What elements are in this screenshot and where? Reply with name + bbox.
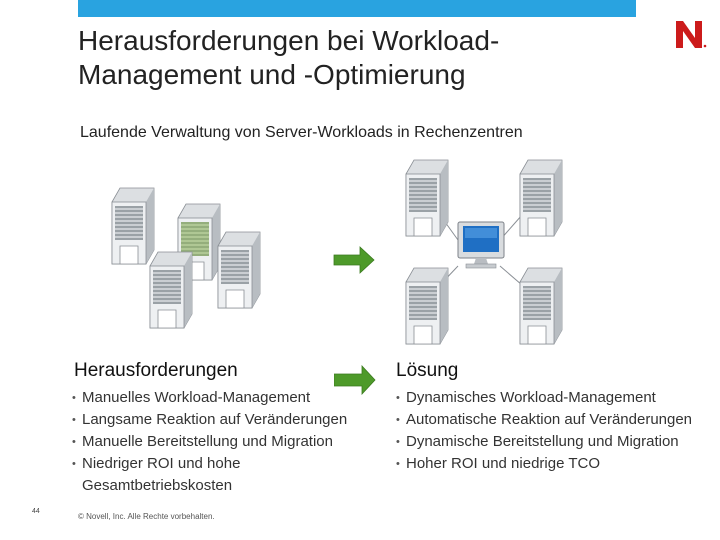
server-rack: [405, 159, 449, 237]
novell-logo-icon: [676, 21, 707, 48]
datacenter-illustration: [111, 159, 563, 345]
server-racks-unmanaged: [111, 187, 261, 329]
server-rack: [519, 267, 563, 345]
top-accent-bar: [78, 0, 636, 17]
list-item: Manuelles Workload-Management: [72, 387, 372, 409]
server-rack: [405, 267, 449, 345]
list-item: Hoher ROI und niedrige TCO: [396, 453, 718, 475]
server-rack: [149, 251, 193, 329]
list-item: Dynamisches Workload-Management: [396, 387, 718, 409]
server-rack: [217, 231, 261, 309]
list-item: Niedriger ROI und hohe Gesamtbetriebskos…: [72, 453, 282, 497]
managed-network: [405, 159, 563, 345]
slide-title: Herausforderungen bei Workload- Manageme…: [78, 24, 638, 92]
slide-title-line-2: Management und -Optimierung: [78, 59, 466, 90]
challenges-list: Manuelles Workload-Management Langsame R…: [72, 387, 372, 497]
transition-arrow: [333, 246, 375, 274]
page-number: 44: [32, 508, 40, 515]
list-item: Dynamische Bereitstellung und Migration: [396, 431, 718, 453]
challenges-heading: Herausforderungen: [74, 360, 238, 381]
server-rack: [519, 159, 563, 237]
solution-list: Dynamisches Workload-Management Automati…: [396, 387, 718, 475]
slide-subtitle: Laufende Verwaltung von Server-Workloads…: [80, 124, 523, 141]
list-item: Automatische Reaktion auf Veränderungen: [396, 409, 718, 431]
copyright-notice: © Novell, Inc. Alle Rechte vorbehalten.: [78, 512, 215, 521]
server-rack: [111, 187, 155, 265]
list-item: Manuelle Bereitstellung und Migration: [72, 431, 372, 453]
slide-title-line-1: Herausforderungen bei Workload-: [78, 25, 500, 56]
solution-heading: Lösung: [396, 360, 459, 381]
monitor-icon: [457, 221, 505, 269]
list-item: Langsame Reaktion auf Veränderungen: [72, 409, 372, 431]
